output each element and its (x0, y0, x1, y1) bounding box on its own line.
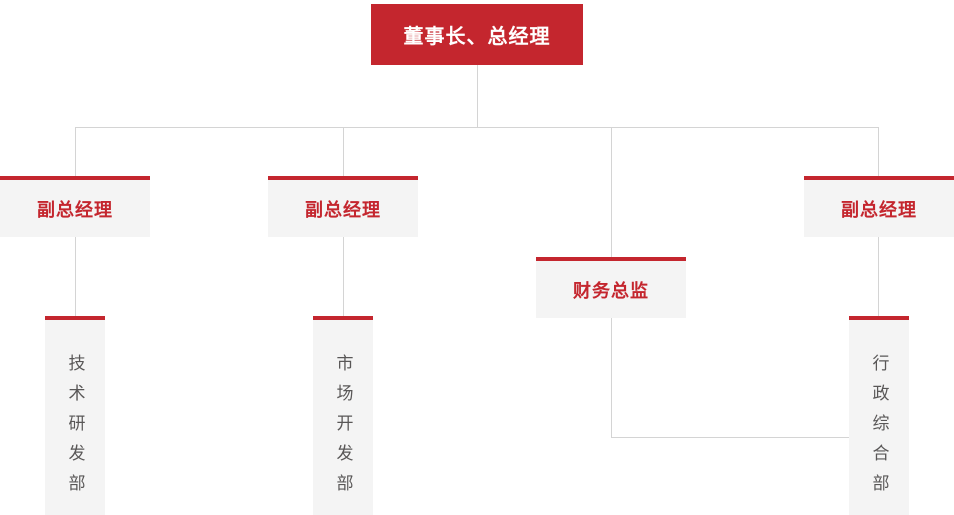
connector-drop-vice-gm-3 (878, 127, 879, 176)
connector-drop-vice-gm-1 (75, 127, 76, 176)
connector-to-admin-dept (878, 237, 879, 316)
org-node-market-dev-dept: 市场开发部 (313, 316, 373, 515)
org-node-label: 副总经理 (841, 199, 917, 220)
org-node-label: 财务总监 (573, 280, 649, 301)
org-node-vice-gm-2: 副总经理 (268, 176, 418, 237)
org-node-vice-gm-1: 副总经理 (0, 176, 150, 237)
org-node-chairman-general-manager: 董事长、总经理 (371, 4, 583, 65)
org-node-admin-general-dept: 行政综合部 (849, 316, 909, 515)
connector-drop-finance-director (611, 127, 612, 257)
connector-to-market-dept (343, 237, 344, 316)
connector-drop-vice-gm-2 (343, 127, 344, 176)
connector-to-tech-dept (75, 237, 76, 316)
org-node-tech-rd-dept: 技术研发部 (45, 316, 105, 515)
org-node-label: 董事长、总经理 (403, 26, 551, 48)
org-node-label: 行政综合部 (869, 353, 889, 504)
connector-main-horizontal (75, 127, 879, 128)
connector-root-drop (477, 65, 478, 127)
org-node-label: 技术研发部 (65, 353, 85, 504)
connector-finance-horizontal (611, 437, 849, 438)
connector-finance-down (611, 318, 612, 437)
org-node-label: 副总经理 (37, 199, 113, 220)
org-node-label: 市场开发部 (333, 353, 353, 504)
org-node-vice-gm-3: 副总经理 (804, 176, 954, 237)
org-node-finance-director: 财务总监 (536, 257, 686, 318)
org-node-label: 副总经理 (305, 199, 381, 220)
